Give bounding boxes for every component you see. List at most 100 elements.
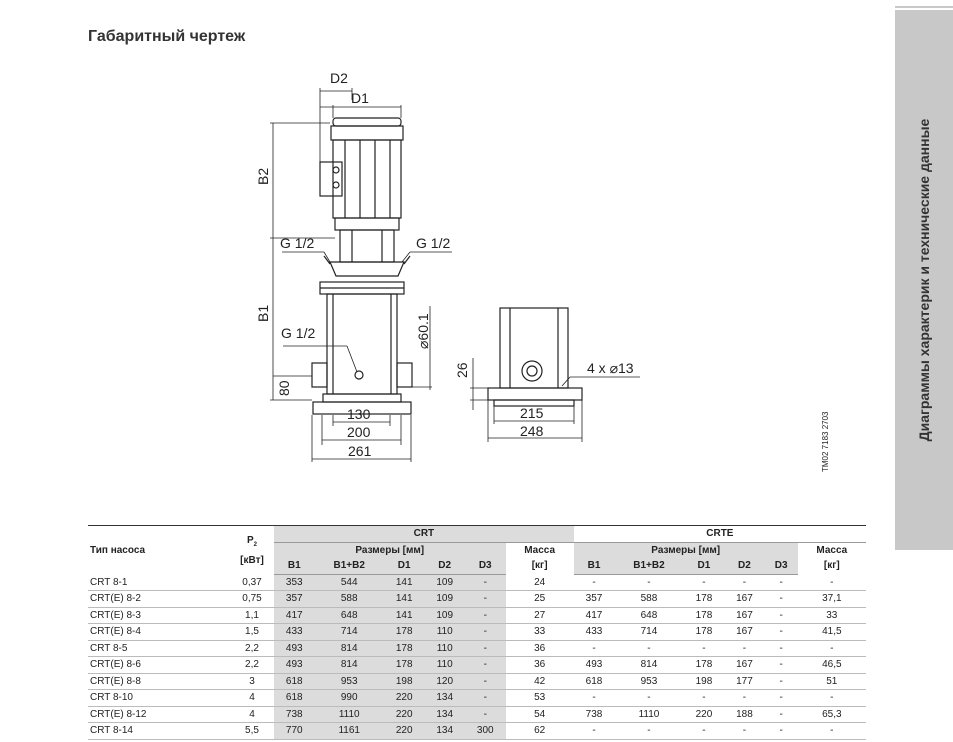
- cell-crt-dim: 618: [274, 689, 315, 707]
- cell-crt-dim: 110: [424, 623, 465, 641]
- header-type: Тип насоса: [88, 525, 230, 574]
- cell-crt-mass: 33: [505, 623, 574, 641]
- cell-crte-dim: 814: [614, 656, 684, 674]
- pump-body: [311, 281, 413, 415]
- drawing-code: TM02 7183 2703: [821, 411, 830, 472]
- cell-crt-mass: 36: [505, 640, 574, 657]
- cell-type: CRT 8-10: [88, 689, 230, 707]
- cell-crt-dim: 178: [383, 656, 425, 674]
- cell-crt-dim: 588: [314, 590, 384, 608]
- cell-p2: 2,2: [230, 640, 274, 657]
- label-w215: 215: [520, 405, 544, 421]
- cell-crte-dim: 648: [614, 607, 684, 624]
- cell-crte-mass: -: [797, 640, 866, 657]
- cell-crt-dim: 141: [383, 574, 425, 591]
- cell-crt-dim: 714: [314, 623, 384, 641]
- cell-crt-dim: 220: [383, 689, 425, 707]
- pump-side-view: [487, 307, 583, 407]
- cell-crt-dim: 738: [274, 706, 315, 723]
- cell-crt-dim: 109: [424, 607, 465, 624]
- cell-crt-dim: 220: [383, 722, 425, 740]
- header-crte-dims: Размеры [мм]: [573, 541, 798, 558]
- subheader-crte-d2: D2: [724, 558, 765, 575]
- cell-crte-dim: 953: [614, 673, 684, 690]
- cell-crte-dim: 167: [724, 623, 765, 641]
- cell-crt-dim: 544: [314, 574, 384, 591]
- label-D1: D1: [351, 90, 369, 106]
- page-title: Габаритный чертеж: [88, 28, 246, 45]
- cell-crte-dim: -: [573, 689, 615, 707]
- cell-crt-dim: 198: [383, 673, 425, 690]
- cell-crt-dim: -: [464, 689, 506, 707]
- header-crte: CRTE: [573, 525, 866, 542]
- cell-crt-dim: 178: [383, 640, 425, 657]
- cell-crt-dim: 648: [314, 607, 384, 624]
- cell-crte-dim: -: [614, 722, 684, 740]
- cell-crt-dim: 141: [383, 607, 425, 624]
- cell-p2: 4: [230, 689, 274, 707]
- cell-crte-dim: 178: [683, 590, 725, 608]
- cell-crte-mass: -: [797, 689, 866, 707]
- cell-crte-dim: 1110: [614, 706, 684, 723]
- cell-crt-dim: 814: [314, 656, 384, 674]
- label-holes: 4 x ⌀13: [587, 360, 634, 376]
- subheader-crte-d1: D1: [683, 558, 725, 575]
- side-tab-rule: [895, 6, 953, 8]
- cell-crte-mass: 41,5: [797, 623, 866, 641]
- cell-crt-dim: 120: [424, 673, 465, 690]
- pump-coupling: [323, 229, 411, 277]
- dimension-lines: [270, 88, 640, 462]
- label-h80: 80: [276, 380, 292, 396]
- cell-crte-dim: 167: [724, 590, 765, 608]
- cell-crte-dim: -: [573, 574, 615, 591]
- subheader-crt-d2: D2: [424, 558, 465, 575]
- subheader-crt-d3: D3: [464, 558, 506, 575]
- cell-crt-dim: 990: [314, 689, 384, 707]
- cell-p2: 2,2: [230, 656, 274, 674]
- cell-type: CRT 8-5: [88, 640, 230, 657]
- cell-crt-dim: 134: [424, 706, 465, 723]
- cell-crte-dim: 417: [573, 607, 615, 624]
- cell-crt-dim: 353: [274, 574, 315, 591]
- cell-crt-dim: -: [464, 706, 506, 723]
- cell-crt-mass: 24: [505, 574, 574, 591]
- cell-crte-dim: 714: [614, 623, 684, 641]
- cell-crte-dim: -: [614, 574, 684, 591]
- cell-crte-dim: -: [724, 722, 765, 740]
- cell-crte-dim: -: [683, 574, 725, 591]
- cell-crt-dim: 493: [274, 656, 315, 674]
- cell-crt-dim: 134: [424, 722, 465, 740]
- cell-crte-dim: -: [764, 590, 798, 608]
- cell-crt-dim: 1110: [314, 706, 384, 723]
- cell-crt-dim: 357: [274, 590, 315, 608]
- cell-crte-mass: 65,3: [797, 706, 866, 723]
- cell-crt-dim: -: [464, 590, 506, 608]
- cell-crte-dim: 178: [683, 623, 725, 641]
- header-crt: CRT: [274, 525, 574, 542]
- subheader-crt-d1: D1: [383, 558, 425, 575]
- cell-type: CRT(E) 8-8: [88, 673, 230, 690]
- cell-crte-dim: 433: [573, 623, 615, 641]
- dimension-labels: D2 D1 B2 B1 G 1/2 G 1/2 G 1/2 ⌀60.1 80 1…: [255, 70, 830, 472]
- header-crt-dims: Размеры [мм]: [274, 541, 506, 558]
- subheader-crte-d3: D3: [764, 558, 798, 575]
- cell-crte-mass: 37,1: [797, 590, 866, 608]
- cell-crte-dim: 167: [724, 607, 765, 624]
- cell-crt-dim: -: [464, 607, 506, 624]
- cell-type: CRT(E) 8-12: [88, 706, 230, 723]
- cell-crt-dim: 141: [383, 590, 425, 608]
- label-w248: 248: [520, 423, 544, 439]
- cell-crt-dim: 109: [424, 590, 465, 608]
- cell-crt-dim: -: [464, 623, 506, 641]
- cell-crte-dim: 357: [573, 590, 615, 608]
- label-h26: 26: [454, 362, 470, 378]
- cell-crte-mass: 46,5: [797, 656, 866, 674]
- cell-crte-dim: -: [724, 640, 765, 657]
- cell-crte-dim: -: [764, 623, 798, 641]
- header-crte-mass: Масса[кг]: [797, 541, 866, 574]
- cell-crt-mass: 54: [505, 706, 574, 723]
